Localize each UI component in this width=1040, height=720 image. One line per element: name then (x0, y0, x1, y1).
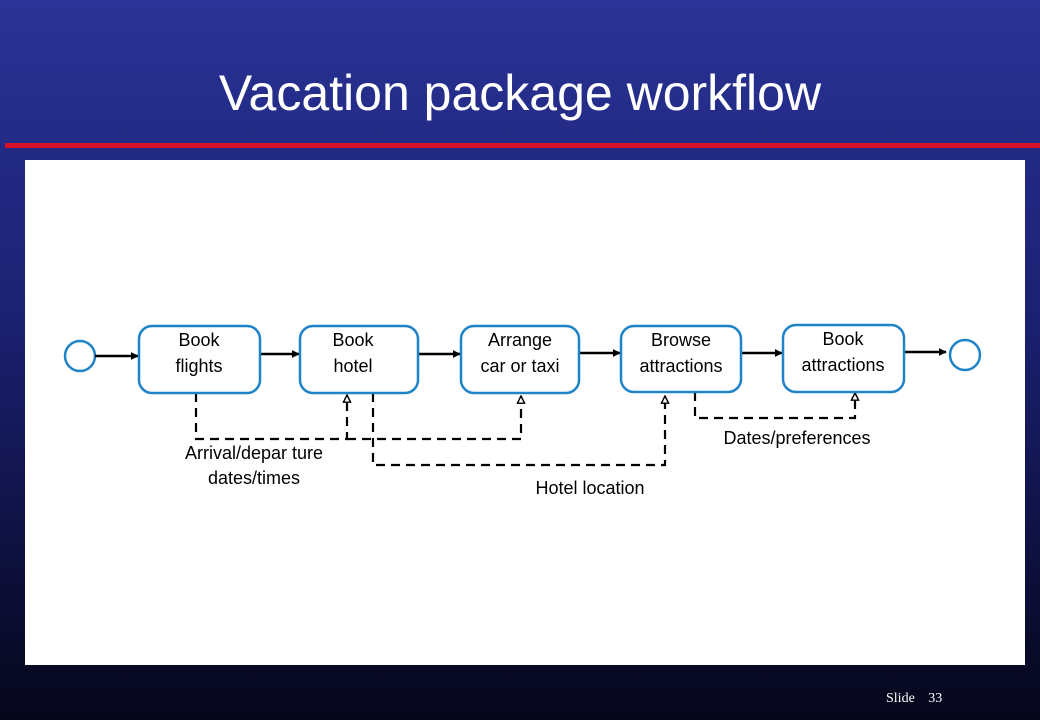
task-book-flights-line2: flights (175, 356, 222, 376)
dataflow-hotel-to-browse (371, 393, 665, 467)
task-book-hotel: Book hotel (298, 324, 420, 395)
task-book-flights: Book flights (137, 324, 262, 395)
end-event (948, 338, 982, 372)
task-arrange-car-line2: car or taxi (480, 356, 559, 376)
task-arrange-car: Arrange car or taxi (459, 324, 581, 395)
dataflow-flights-to-hotel (194, 393, 347, 441)
diagram-panel: Book flights Book hotel Arrange car or t… (25, 160, 1025, 665)
dataflow-label-arrival-departure-line1: Arrival/depar ture (185, 443, 323, 463)
task-book-hotel-line2: hotel (333, 356, 372, 376)
dataflow-label-arrival-departure-line2: dates/times (208, 468, 300, 488)
slide-footer: Slide 33 (886, 691, 942, 707)
footer-label: Slide (886, 691, 915, 706)
slide-number: 33 (928, 691, 943, 706)
task-book-attractions-line2: attractions (801, 355, 884, 375)
task-browse-attractions: Browse attractions (619, 324, 743, 394)
dataflow-flights-to-car (347, 396, 521, 441)
task-browse-attractions-line1: Browse (651, 330, 711, 350)
task-arrange-car-line1: Arrange (488, 330, 552, 350)
start-event (63, 339, 97, 373)
slide-title: Vacation package workflow (218, 65, 822, 121)
task-book-hotel-line1: Book (332, 330, 374, 350)
task-book-flights-line1: Book (178, 330, 220, 350)
title-divider (5, 143, 1040, 148)
workflow-diagram: Book flights Book hotel Arrange car or t… (63, 323, 982, 498)
dataflow-label-hotel-location: Hotel location (535, 478, 644, 498)
task-browse-attractions-line2: attractions (639, 356, 722, 376)
task-book-attractions: Book attractions (781, 323, 906, 394)
dataflow-label-dates-preferences: Dates/preferences (723, 428, 870, 448)
dataflow-browse-to-book-attractions (693, 392, 855, 420)
task-book-attractions-line1: Book (822, 329, 864, 349)
